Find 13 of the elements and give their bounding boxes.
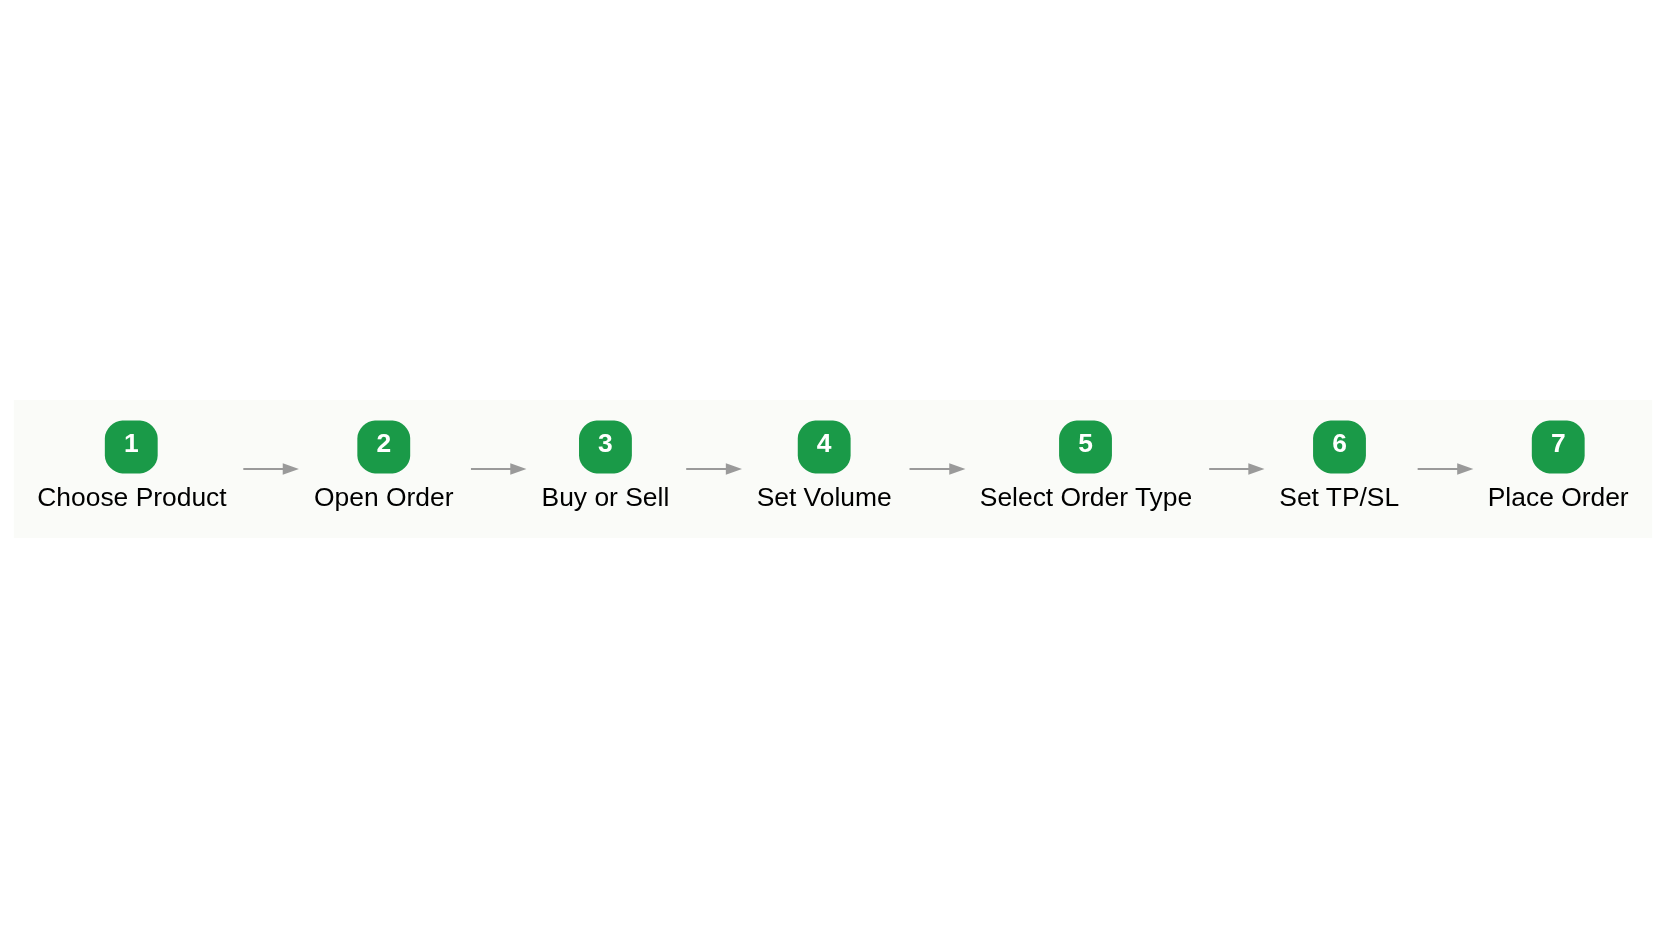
node-label: Place Order (1487, 481, 1629, 512)
node-label: Set TP/SL (1279, 481, 1400, 512)
node-label: Select Order Type (979, 481, 1193, 512)
node-label: Buy or Sell (541, 481, 670, 512)
arrow (909, 462, 966, 475)
node-label: Choose Product (37, 481, 227, 512)
arrow (1417, 462, 1474, 475)
arrow (470, 462, 527, 475)
arrow (686, 462, 742, 475)
arrow (243, 462, 299, 475)
node-label: Open Order (314, 481, 454, 512)
node-label: Set Volume (756, 481, 892, 512)
arrow (1209, 462, 1265, 475)
